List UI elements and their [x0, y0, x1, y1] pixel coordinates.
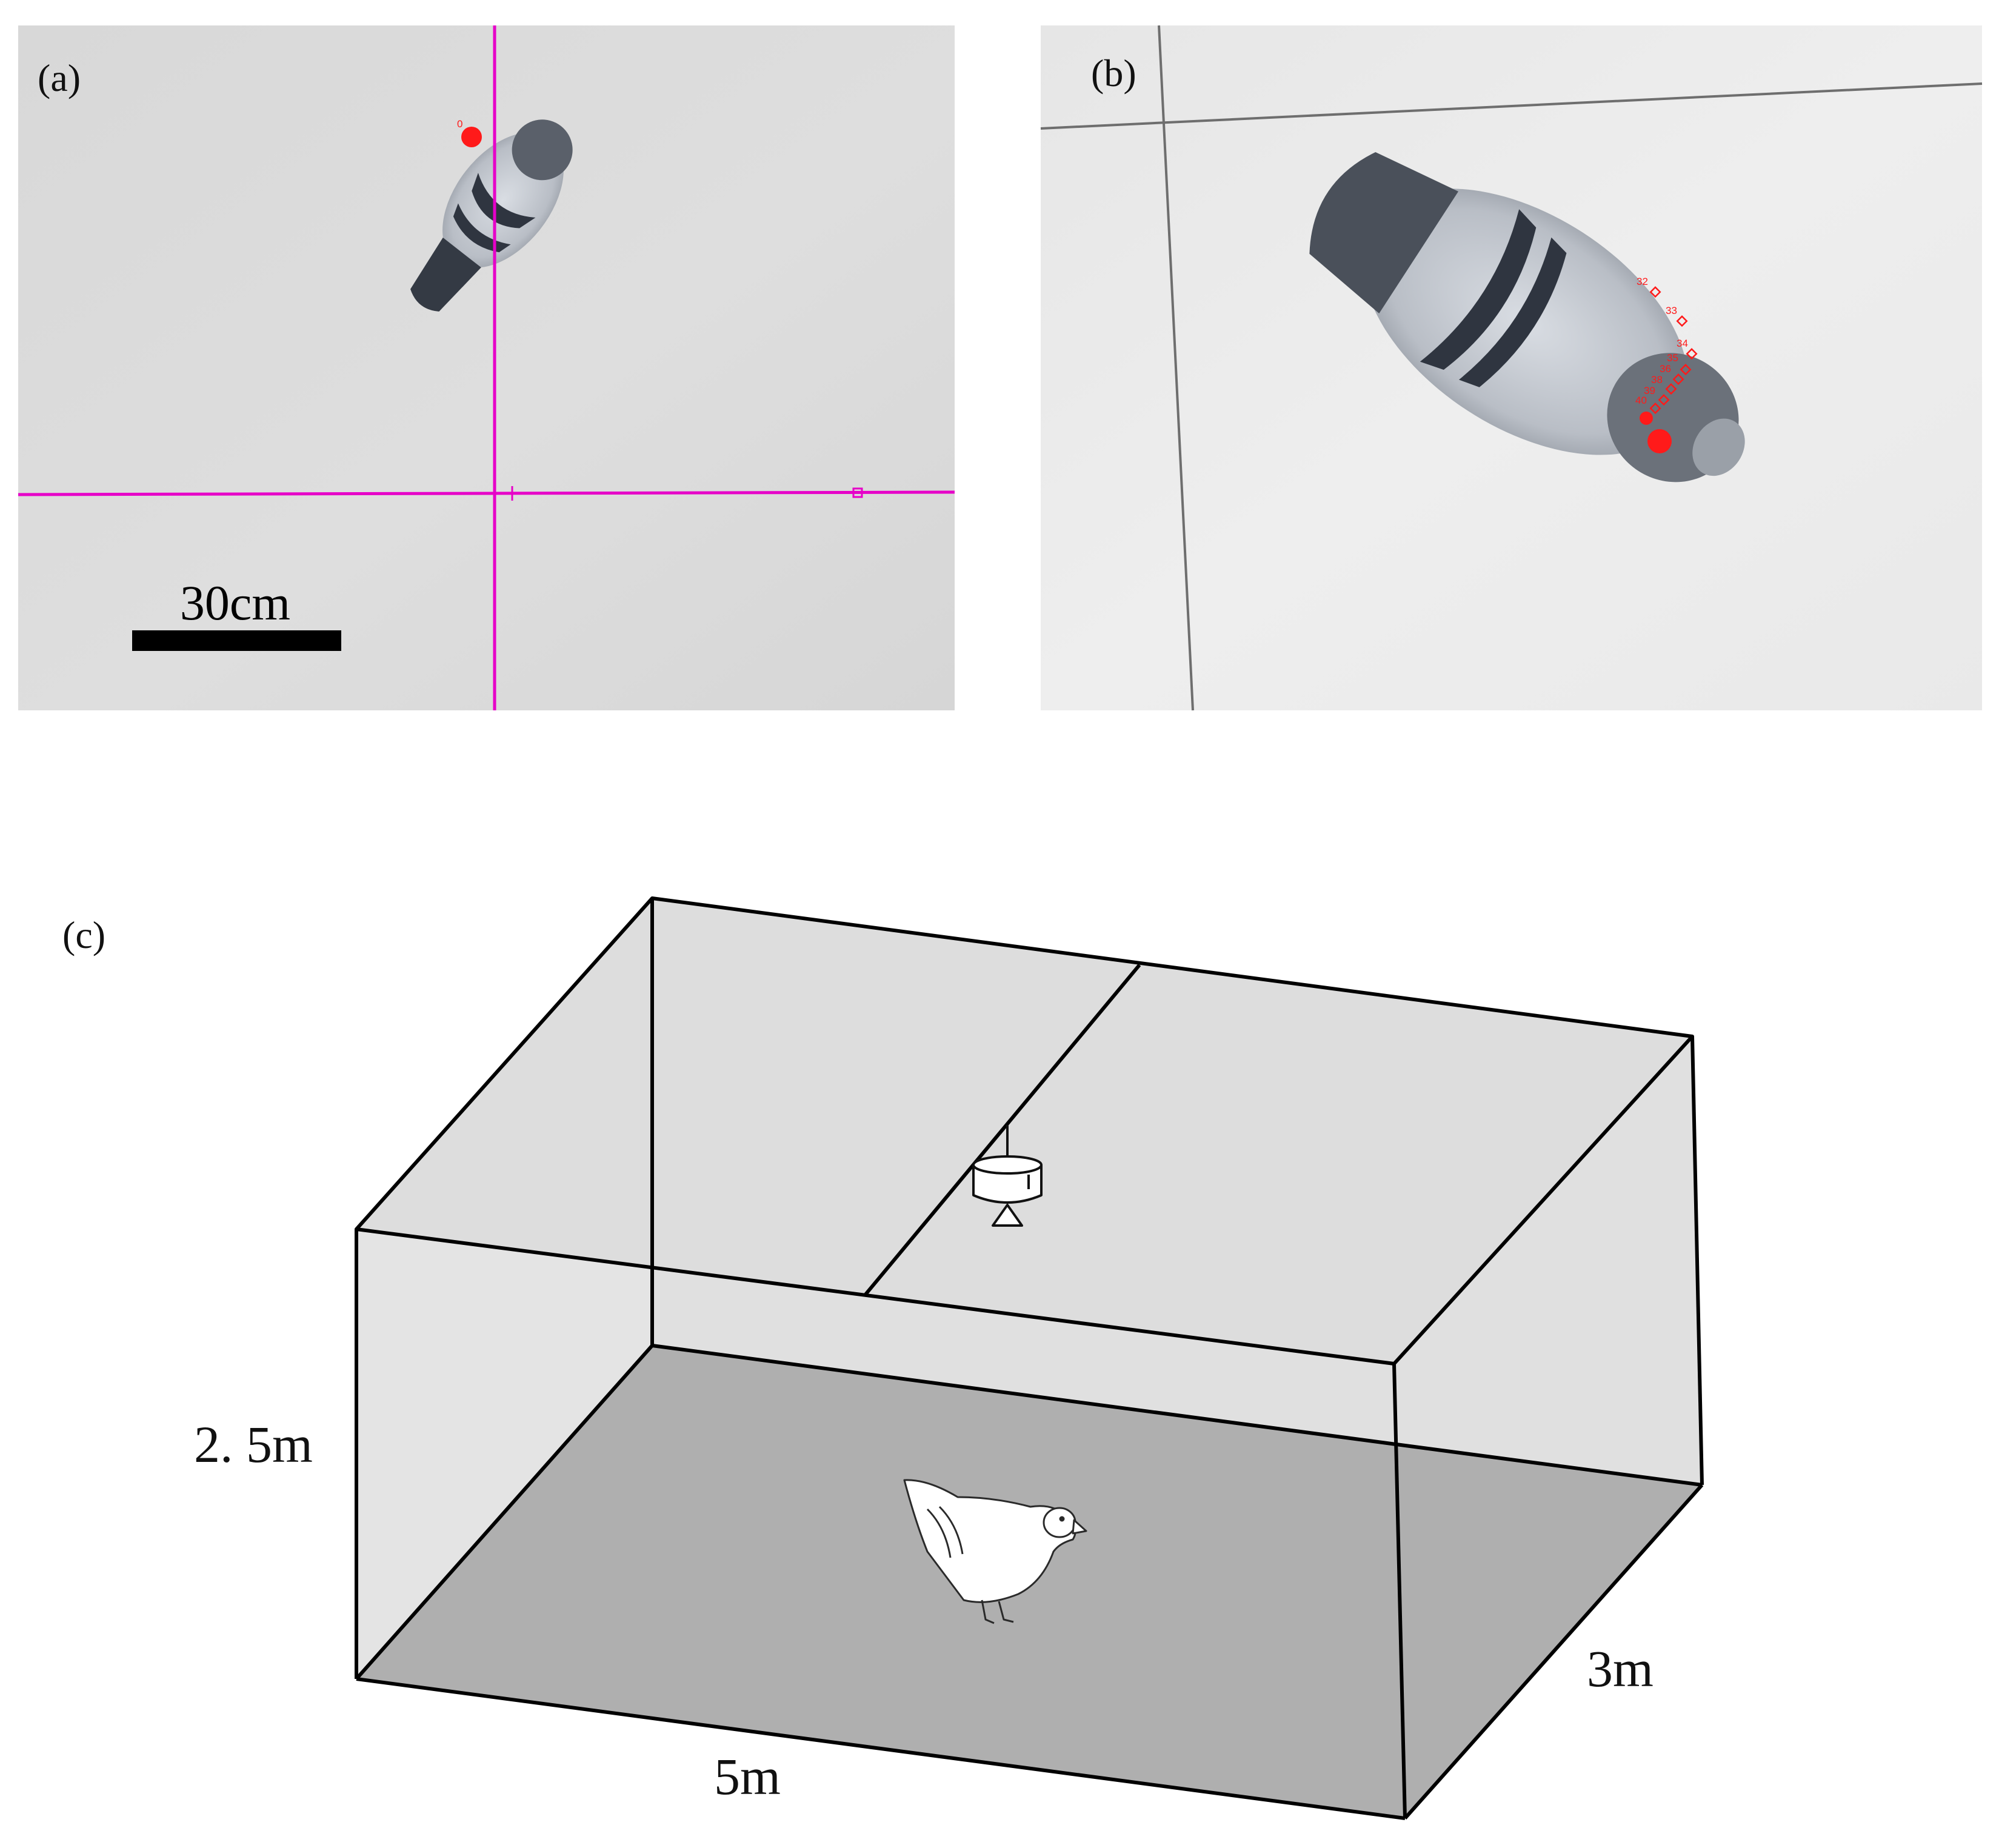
tracking-frame-labels: 32 33 34 35 36 38 39 40: [1635, 276, 1688, 406]
track-start-label: 0: [457, 118, 462, 130]
ceiling-camera-icon: [972, 1125, 1043, 1227]
track-label: 36: [1660, 363, 1671, 375]
depth-label: 3m: [1587, 1640, 1654, 1698]
ceiling: [356, 898, 1692, 1364]
pigeon-drawing-icon: [903, 1479, 1087, 1624]
front-wall: [356, 1229, 1405, 1818]
track-label: 33: [1666, 305, 1677, 316]
scale-bar-label: 30cm: [180, 575, 290, 630]
tracking-marker: [1647, 429, 1672, 453]
panel-a: 0 30cm (a): [18, 25, 955, 710]
ceiling-beam: [863, 964, 1141, 1297]
scale-bar: [132, 630, 341, 651]
length-label: 5m: [714, 1747, 781, 1806]
tracking-marker: [461, 127, 482, 147]
tracking-marker: [1640, 412, 1653, 425]
track-label: 32: [1637, 276, 1648, 287]
tracking-trajectory: [1649, 286, 1698, 415]
panel-b-label: (b): [1091, 52, 1136, 95]
panel-a-label: (a): [38, 56, 81, 99]
crosshair-marker: [852, 487, 863, 498]
crosshair-horizontal: [18, 490, 955, 496]
track-label: 34: [1677, 338, 1688, 349]
pigeon-closeup-icon: [1309, 152, 1745, 482]
track-label: 40: [1635, 395, 1647, 406]
tile-line-horizontal: [1040, 82, 1983, 130]
right-wall: [1394, 1036, 1702, 1818]
track-label: 35: [1667, 352, 1678, 364]
tile-line-vertical: [1158, 25, 1194, 711]
panel-a-photo-background: [18, 25, 955, 710]
panel-c: (c): [62, 896, 1704, 1820]
panel-b: 32 33 34 35 36 38 39 40 (b): [1040, 25, 1983, 711]
track-label: 39: [1644, 385, 1655, 396]
room-edges: [355, 896, 1704, 1820]
height-label: 2. 5m: [194, 1415, 313, 1473]
track-label: 38: [1651, 374, 1663, 385]
pigeon-top-view-icon: [410, 119, 573, 312]
panel-c-label: (c): [62, 913, 105, 956]
